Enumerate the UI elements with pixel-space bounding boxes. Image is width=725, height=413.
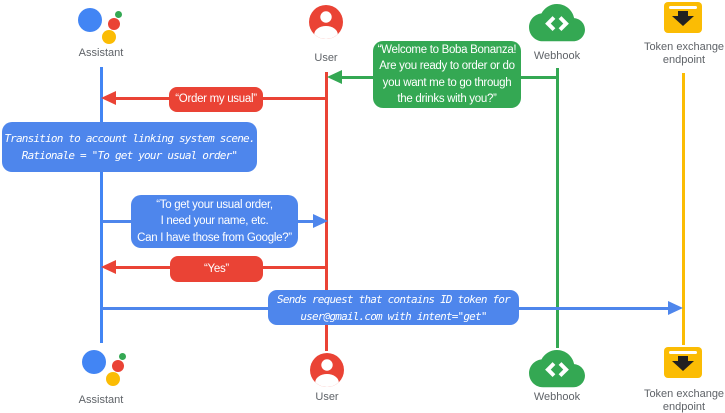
assistant-label-bottom: Assistant (78, 394, 124, 406)
token-endpoint-label-top: Token exchange endpoint (634, 41, 725, 66)
yes-message-box: “Yes” (170, 256, 263, 282)
assistant-green-dot (115, 11, 122, 18)
welcome-line-1: “Welcome to Boba Bonanza! (377, 43, 517, 56)
assistant-yellow-dot (106, 372, 120, 386)
user-icon-bottom (310, 353, 344, 387)
token-endpoint-lifeline (682, 73, 685, 345)
assistant-yellow-dot (102, 30, 116, 44)
webhook-label-bottom: Webhook (533, 391, 581, 403)
ask-line-3: Can I have those from Google?” (137, 231, 292, 244)
token-label-bottom-line-2: endpoint (662, 400, 706, 413)
sends-arrowhead-icon (668, 301, 683, 315)
user-label-top: User (314, 52, 338, 64)
token-icon-arrow-stem (678, 11, 688, 17)
ask-details-message-box: “To get your usual order, I need your na… (131, 195, 298, 248)
assistant-red-dot (112, 360, 124, 372)
webhook-cloud-icon-bottom (529, 350, 585, 388)
token-endpoint-icon (664, 2, 702, 33)
assistant-green-dot (119, 353, 126, 360)
assistant-lifeline (100, 67, 103, 343)
assistant-blue-dot (78, 8, 102, 32)
transition-line-2: Rationale = "To get your usual order" (21, 149, 238, 162)
token-icon-arrow-stem (678, 356, 688, 362)
welcome-line-2: Are you ready to order or do (379, 60, 515, 72)
ask-line-2: I need your name, etc. (160, 215, 269, 228)
user-label-bottom: User (315, 391, 339, 403)
webhook-cloud-icon (529, 4, 585, 42)
token-icon-lid (669, 6, 697, 9)
user-icon (309, 5, 343, 39)
order-arrowhead-icon (101, 91, 116, 105)
welcome-message-box: “Welcome to Boba Bonanza! Are you ready … (373, 41, 521, 108)
token-label-bottom-line-1: Token exchange (643, 388, 725, 400)
assistant-red-dot (108, 18, 120, 30)
order-text: “Order my usual” (175, 93, 257, 106)
token-endpoint-icon-bottom (664, 347, 702, 378)
webhook-lifeline (556, 68, 559, 348)
webhook-label-top: Webhook (533, 50, 581, 62)
assistant-logo-icon (78, 5, 126, 47)
welcome-line-3: you want me to go through (382, 76, 512, 89)
yes-arrowhead-icon (101, 260, 116, 274)
sends-line-1: Sends request that contains ID token for (277, 292, 511, 306)
token-label-top-line-1: Token exchange (643, 41, 725, 53)
assistant-logo-icon-bottom (82, 347, 130, 389)
token-label-top-line-2: endpoint (662, 53, 706, 66)
user-lifeline (325, 72, 328, 351)
ask-line-1: “To get your usual order, (156, 198, 273, 211)
token-icon-lid (669, 351, 697, 354)
assistant-blue-dot (82, 350, 106, 374)
token-endpoint-label-bottom: Token exchange endpoint (634, 388, 725, 413)
welcome-arrowhead-icon (327, 70, 342, 84)
yes-text: “Yes” (204, 262, 229, 275)
sends-line-2: user@gmail.com with intent="get" (300, 309, 487, 323)
token-icon-arrow-head (672, 361, 694, 371)
transition-line-1: Transition to account linking system sce… (4, 132, 255, 145)
welcome-line-4: the drinks with you?” (397, 93, 497, 105)
token-icon-arrow-head (672, 16, 694, 26)
ask-arrowhead-icon (313, 214, 328, 228)
sends-request-message-box: Sends request that contains ID token for… (268, 290, 519, 325)
assistant-label-top: Assistant (78, 47, 124, 59)
transition-note-box: Transition to account linking system sce… (2, 122, 257, 172)
order-message-box: “Order my usual” (169, 87, 263, 112)
